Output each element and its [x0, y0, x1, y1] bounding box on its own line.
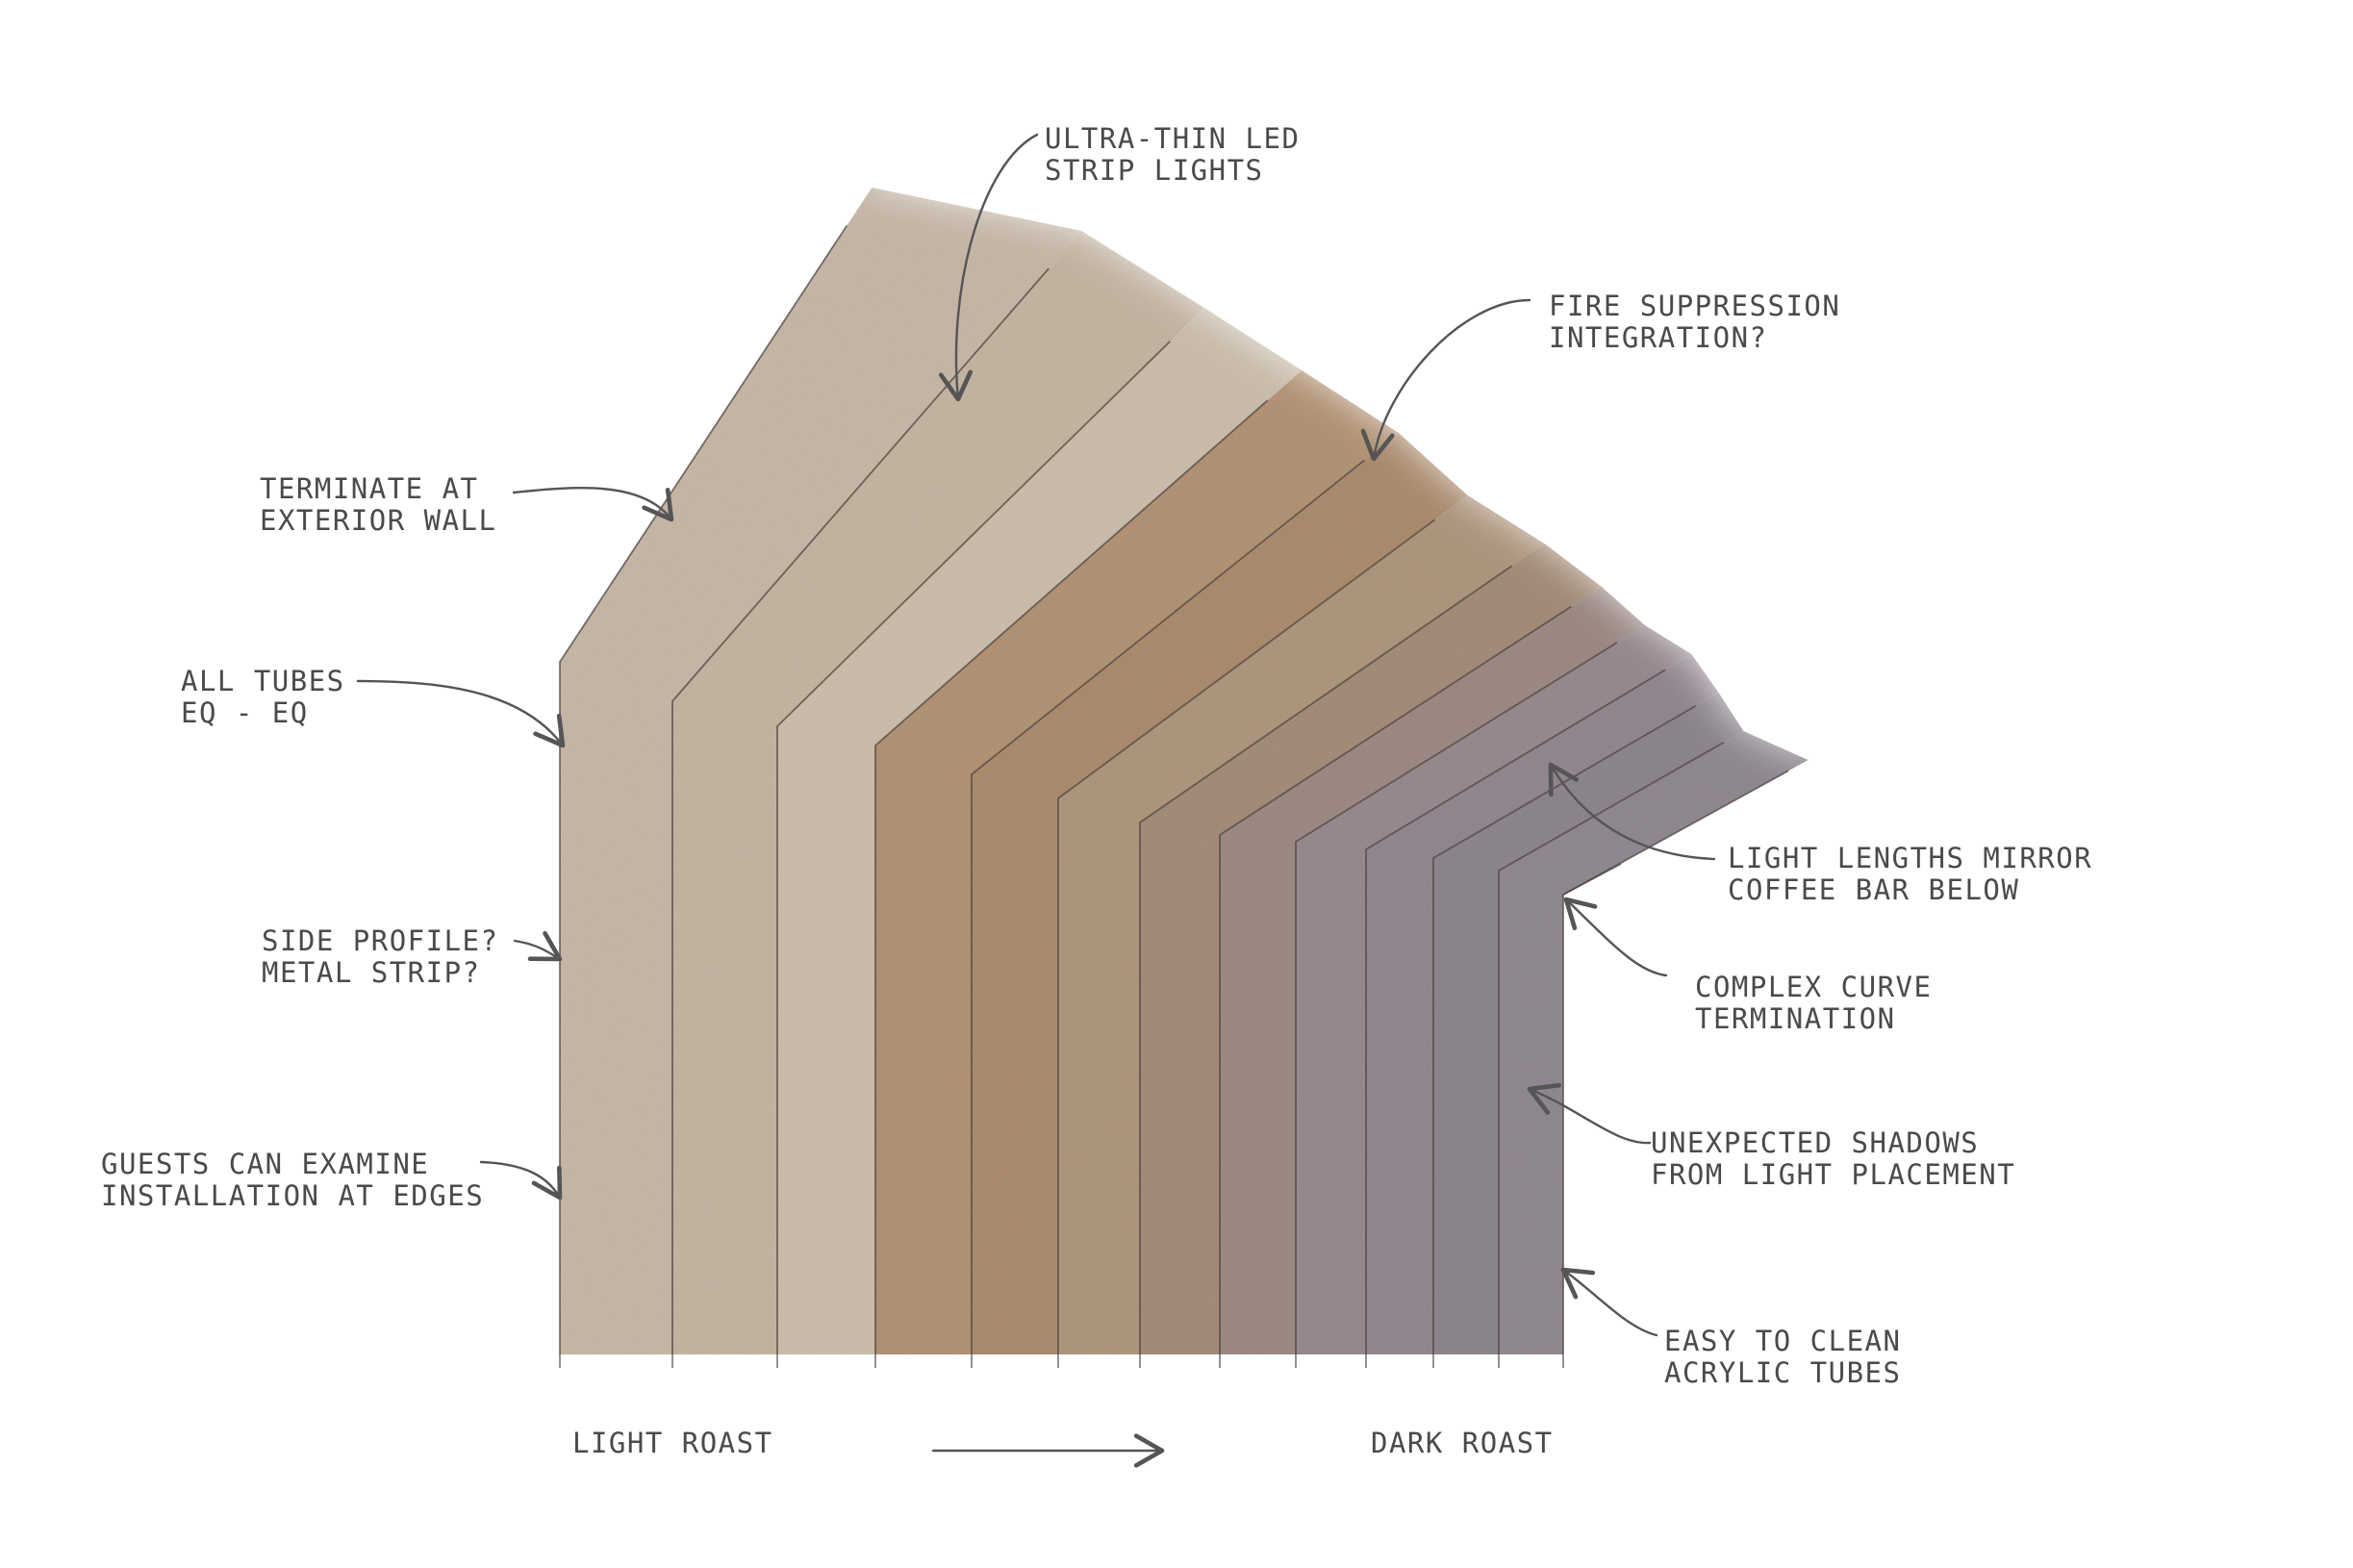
- leader-terminate: [512, 487, 674, 522]
- note-easy-clean-line2: ACRYLIC TUBES: [1664, 1356, 1902, 1389]
- note-all-tubes: ALL TUBES EQ - EQ: [181, 666, 345, 729]
- led-strip-line-10: [1365, 669, 1666, 1354]
- tube-band-1: [560, 188, 1082, 1354]
- leader-fire-suppression: [1360, 298, 1531, 462]
- led-strip-lines: [559, 224, 1789, 1354]
- leader-complex-curve: [1563, 897, 1668, 977]
- top-feather: [0, 0, 2353, 750]
- note-easy-clean: EASY TO CLEAN ACRYLIC TUBES: [1664, 1326, 1901, 1389]
- note-terminate-line1: TERMINATE AT: [260, 472, 479, 505]
- led-strip-line-8: [1219, 605, 1572, 1354]
- note-fire-suppression-line2: INTEGRATION?: [1549, 321, 1768, 354]
- note-terminate: TERMINATE AT EXTERIOR WALL: [260, 473, 496, 537]
- tube-band-2: [672, 231, 1204, 1354]
- led-strip-line-5: [971, 459, 1365, 1354]
- tube-band-3: [777, 308, 1303, 1354]
- note-led-strips-line2: STRIP LIGHTS: [1045, 154, 1264, 187]
- note-side-profile-line2: METAL STRIP?: [262, 956, 481, 989]
- note-shadows-line1: UNEXPECTED SHADOWS: [1651, 1126, 1980, 1159]
- led-strip-line-3: [776, 341, 1171, 1354]
- note-fire-suppression-line1: FIRE SUPPRESSION: [1549, 290, 1841, 322]
- tube-band-8: [1220, 587, 1645, 1354]
- note-complex-curve-line1: COMPLEX CURVE: [1695, 971, 1933, 1003]
- note-fire-suppression: FIRE SUPPRESSION INTEGRATION?: [1549, 291, 1840, 354]
- tube-band-4: [875, 370, 1399, 1354]
- note-side-profile-line1: SIDE PROFILE?: [262, 924, 499, 957]
- led-strip-line-7: [1139, 565, 1513, 1354]
- note-light-lengths-line1: LIGHT LENGTHS MIRROR: [1728, 842, 2093, 874]
- scale-start-label: LIGHT ROAST: [572, 1427, 773, 1459]
- led-strip-line-12: [1498, 741, 1725, 1354]
- note-shadows: UNEXPECTED SHADOWS FROM LIGHT PLACEMENT: [1651, 1127, 2015, 1191]
- led-strip-line-1: [559, 224, 848, 1354]
- led-strip-line-2: [671, 267, 1050, 1354]
- note-guests-line1: GUESTS CAN EXAMINE: [101, 1148, 430, 1180]
- note-led-strips: ULTRA-THIN LED STRIP LIGHTS: [1045, 123, 1300, 187]
- leader-all-tubes: [356, 679, 566, 748]
- note-light-lengths: LIGHT LENGTHS MIRROR COFFEE BAR BELOW: [1728, 843, 2092, 906]
- leader-light-lengths: [1548, 762, 1716, 861]
- scale-end-label: DARK ROAST: [1371, 1427, 1554, 1459]
- tube-band-5: [972, 433, 1468, 1354]
- tube-band-9: [1296, 625, 1692, 1354]
- note-all-tubes-line2: EQ - EQ: [181, 696, 309, 729]
- leader-guests: [479, 1160, 563, 1201]
- note-terminate-line2: EXTERIOR WALL: [260, 504, 497, 537]
- note-led-strips-line1: ULTRA-THIN LED: [1045, 122, 1301, 155]
- tube-band-10: [1366, 654, 1719, 1354]
- soft-top-edge: [0, 0, 2353, 750]
- led-strip-line-9: [1295, 642, 1618, 1354]
- right-termination-edge: [1562, 863, 1622, 896]
- note-all-tubes-line1: ALL TUBES: [181, 665, 345, 697]
- note-complex-curve-line2: TERMINATION: [1695, 1002, 1896, 1035]
- note-side-profile: SIDE PROFILE? METAL STRIP?: [262, 925, 498, 989]
- leader-side-profile: [513, 930, 563, 962]
- base-ticks: [559, 1354, 1564, 1368]
- note-easy-clean-line1: EASY TO CLEAN: [1664, 1325, 1902, 1357]
- leader-led-strips: [938, 133, 1039, 402]
- note-shadows-line2: FROM LIGHT PLACEMENT: [1651, 1158, 2016, 1191]
- leader-shadows: [1527, 1082, 1652, 1145]
- acrylic-tube-bands: [560, 188, 1809, 1354]
- note-complex-curve: COMPLEX CURVE TERMINATION: [1695, 972, 1932, 1035]
- tube-band-11: [1433, 693, 1744, 1354]
- tube-band-7: [1140, 544, 1602, 1354]
- led-strip-line-11: [1432, 704, 1697, 1354]
- led-strip-line-4: [874, 399, 1269, 1354]
- note-light-lengths-line2: COFFEE BAR BELOW: [1728, 873, 2020, 906]
- led-strip-line-6: [1057, 518, 1436, 1354]
- note-guests-line2: INSTALLATION AT EDGES: [101, 1179, 485, 1212]
- leader-easy-clean: [1560, 1267, 1658, 1337]
- note-guests: GUESTS CAN EXAMINE INSTALLATION AT EDGES: [101, 1149, 484, 1212]
- tube-band-6: [1058, 495, 1545, 1354]
